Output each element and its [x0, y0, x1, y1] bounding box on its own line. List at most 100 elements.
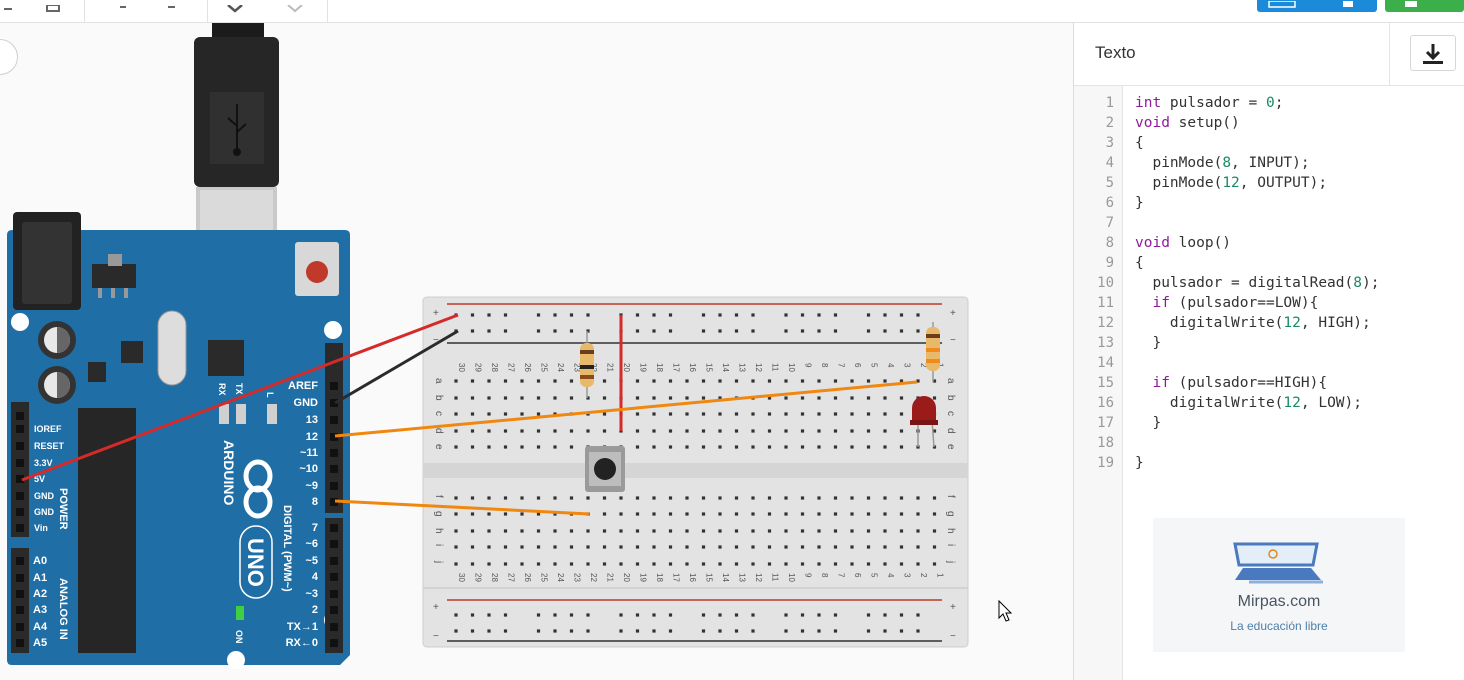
breadboard-hole[interactable]	[602, 529, 607, 533]
header-pin[interactable]	[16, 459, 24, 467]
breadboard-hole[interactable]	[883, 545, 887, 549]
breadboard-hole[interactable]	[602, 429, 607, 433]
breadboard-hole[interactable]	[619, 529, 623, 533]
breadboard-hole[interactable]	[487, 445, 491, 449]
breadboard-hole[interactable]	[536, 396, 541, 400]
breadboard-hole[interactable]	[569, 545, 574, 549]
breadboard-hole[interactable]	[701, 396, 706, 400]
breadboard-hole[interactable]	[800, 512, 805, 516]
breadboard-hole[interactable]	[668, 562, 673, 566]
breadboard-hole[interactable]	[718, 496, 722, 500]
breadboard-hole[interactable]	[817, 396, 821, 400]
rail-hole[interactable]	[503, 629, 508, 633]
rail-hole[interactable]	[701, 329, 706, 333]
breadboard-hole[interactable]	[800, 529, 805, 533]
code-line[interactable]: {	[1135, 255, 1144, 271]
rail-hole[interactable]	[635, 329, 640, 333]
rail-hole[interactable]	[866, 613, 871, 617]
breadboard-hole[interactable]	[586, 496, 590, 500]
breadboard-hole[interactable]	[850, 396, 854, 400]
breadboard-hole[interactable]	[800, 412, 805, 416]
breadboard-hole[interactable]	[685, 445, 689, 449]
rail-hole[interactable]	[668, 329, 673, 333]
rail-hole[interactable]	[470, 629, 475, 633]
rail-hole[interactable]	[883, 313, 887, 317]
breadboard-hole[interactable]	[751, 379, 755, 383]
breadboard-hole[interactable]	[701, 412, 706, 416]
code-line[interactable]: if (pulsador==HIGH){	[1152, 375, 1328, 391]
breadboard-hole[interactable]	[932, 496, 937, 500]
breadboard-hole[interactable]	[767, 379, 772, 383]
breadboard-hole[interactable]	[668, 512, 673, 516]
header-pin[interactable]	[330, 482, 338, 490]
breadboard-hole[interactable]	[536, 412, 541, 416]
rail-hole[interactable]	[718, 329, 722, 333]
header-pin[interactable]	[330, 416, 338, 424]
breadboard-hole[interactable]	[866, 396, 871, 400]
breadboard-hole[interactable]	[487, 496, 491, 500]
breadboard-hole[interactable]	[751, 445, 755, 449]
rail-hole[interactable]	[487, 629, 491, 633]
breadboard-hole[interactable]	[520, 429, 524, 433]
breadboard-hole[interactable]	[866, 529, 871, 533]
breadboard-hole[interactable]	[734, 429, 739, 433]
breadboard-hole[interactable]	[718, 545, 722, 549]
breadboard-hole[interactable]	[470, 496, 475, 500]
breadboard-hole[interactable]	[718, 529, 722, 533]
breadboard-hole[interactable]	[784, 445, 788, 449]
breadboard-hole[interactable]	[866, 412, 871, 416]
breadboard-hole[interactable]	[899, 496, 904, 500]
breadboard-hole[interactable]	[899, 429, 904, 433]
code-line[interactable]: }	[1135, 455, 1144, 471]
breadboard-hole[interactable]	[652, 412, 656, 416]
breadboard-hole[interactable]	[784, 529, 788, 533]
breadboard-hole[interactable]	[932, 529, 937, 533]
rail-hole[interactable]	[536, 329, 541, 333]
breadboard-hole[interactable]	[701, 545, 706, 549]
code-line[interactable]: {	[1135, 135, 1144, 151]
breadboard-hole[interactable]	[520, 396, 524, 400]
breadboard-hole[interactable]	[817, 496, 821, 500]
rail-hole[interactable]	[586, 613, 590, 617]
breadboard-hole[interactable]	[701, 529, 706, 533]
rail-hole[interactable]	[866, 313, 871, 317]
breadboard-hole[interactable]	[718, 379, 722, 383]
breadboard-hole[interactable]	[586, 396, 590, 400]
rail-hole[interactable]	[800, 613, 805, 617]
rail-hole[interactable]	[899, 313, 904, 317]
code-line[interactable]: }	[1135, 335, 1162, 351]
breadboard-hole[interactable]	[553, 412, 557, 416]
breadboard-hole[interactable]	[536, 529, 541, 533]
rail-hole[interactable]	[536, 313, 541, 317]
breadboard-hole[interactable]	[883, 529, 887, 533]
breadboard-hole[interactable]	[767, 445, 772, 449]
rail-hole[interactable]	[536, 629, 541, 633]
rail-hole[interactable]	[586, 329, 590, 333]
breadboard-hole[interactable]	[767, 429, 772, 433]
breadboard-hole[interactable]	[668, 429, 673, 433]
breadboard-hole[interactable]	[784, 562, 788, 566]
breadboard-hole[interactable]	[916, 379, 920, 383]
rail-hole[interactable]	[668, 613, 673, 617]
rail-hole[interactable]	[652, 613, 656, 617]
breadboard-hole[interactable]	[850, 529, 854, 533]
breadboard-hole[interactable]	[487, 529, 491, 533]
breadboard-hole[interactable]	[668, 379, 673, 383]
breadboard-hole[interactable]	[553, 562, 557, 566]
header-pin[interactable]	[330, 433, 338, 441]
breadboard-hole[interactable]	[487, 545, 491, 549]
header-pin[interactable]	[330, 557, 338, 565]
breadboard-hole[interactable]	[850, 512, 854, 516]
rail-hole[interactable]	[817, 613, 821, 617]
rail-hole[interactable]	[635, 313, 640, 317]
breadboard-hole[interactable]	[883, 445, 887, 449]
rail-hole[interactable]	[668, 629, 673, 633]
breadboard-hole[interactable]	[767, 562, 772, 566]
rail-hole[interactable]	[668, 313, 673, 317]
breadboard-hole[interactable]	[850, 445, 854, 449]
breadboard-hole[interactable]	[487, 562, 491, 566]
breadboard-hole[interactable]	[454, 429, 458, 433]
breadboard-hole[interactable]	[470, 445, 475, 449]
resistor-1[interactable]	[580, 331, 594, 398]
breadboard-hole[interactable]	[916, 529, 920, 533]
